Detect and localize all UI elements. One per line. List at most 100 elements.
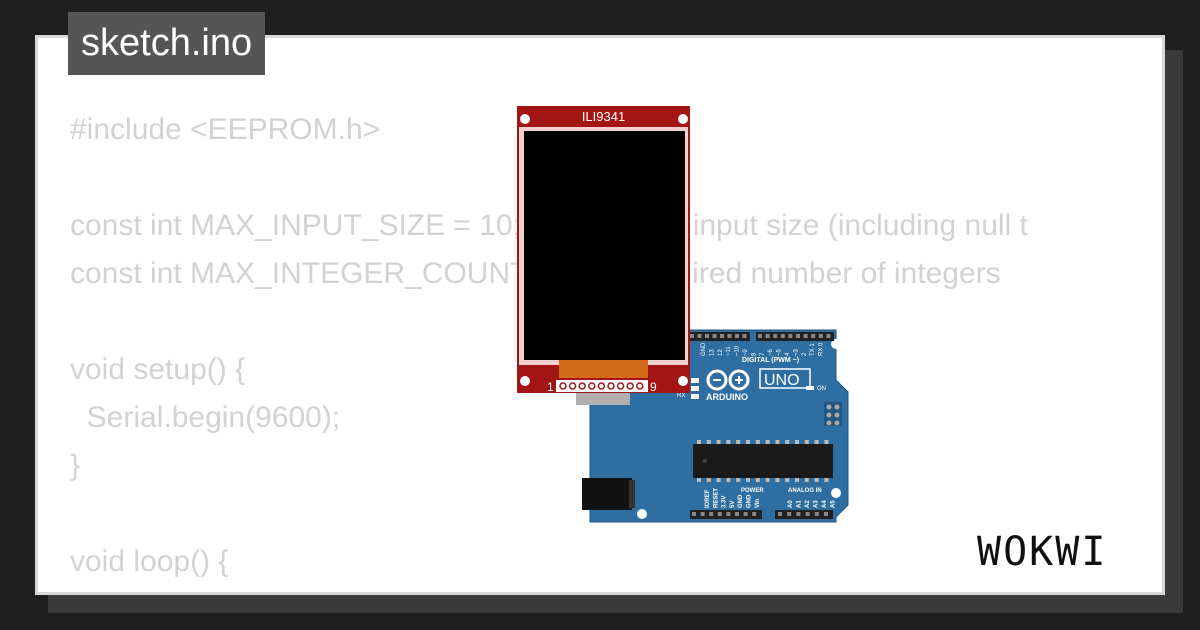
header-pin[interactable] — [697, 334, 702, 338]
chip-pin — [755, 478, 760, 482]
icsp-pin — [826, 420, 832, 426]
display-screen — [524, 131, 685, 360]
header-pin[interactable] — [709, 512, 714, 516]
header-pin[interactable] — [780, 334, 785, 338]
analog-header — [775, 510, 833, 519]
chip-pin — [697, 478, 701, 482]
header-pin[interactable] — [743, 512, 748, 516]
display-label: ILI9341 — [582, 109, 625, 124]
led — [691, 378, 699, 383]
display-pin-last: 9 — [650, 380, 657, 394]
code-line: void setup() { — [70, 353, 246, 386]
digital-pin-label: 7 — [760, 352, 766, 356]
power-pin-label: GND — [738, 494, 744, 508]
display-pin[interactable] — [578, 382, 586, 390]
on-led — [806, 386, 814, 390]
file-title-tab[interactable]: sketch.ino — [68, 12, 266, 75]
power-pin-label: IOREF — [705, 489, 711, 508]
icsp-pin — [834, 412, 840, 418]
icsp-pin — [834, 404, 840, 410]
header-pin[interactable] — [778, 512, 782, 516]
chip-pin — [716, 478, 721, 482]
header-pin[interactable] — [814, 512, 819, 516]
display-mount-hole — [520, 376, 530, 386]
header-pin[interactable] — [742, 334, 747, 338]
power-label: POWER — [741, 488, 764, 494]
display-pin[interactable] — [607, 382, 615, 390]
chip-pin — [706, 478, 711, 482]
header-pin[interactable] — [727, 334, 732, 338]
header-pin[interactable] — [803, 334, 808, 338]
icsp-pin — [834, 420, 840, 426]
digital-pin-label: 4 — [785, 352, 791, 356]
display-pin[interactable] — [616, 382, 625, 390]
digital-pin-label: ~11 — [726, 346, 732, 356]
chip-pin — [824, 478, 829, 482]
chip-pin — [804, 478, 809, 482]
analog-pin-label: A0 — [788, 500, 794, 508]
led — [691, 386, 699, 391]
mount-hole — [831, 339, 841, 349]
digital-pin-label: 12 — [718, 349, 724, 356]
arduino-logo-icon — [706, 369, 750, 391]
header-pin[interactable] — [758, 334, 762, 338]
display-pin[interactable] — [588, 382, 596, 390]
chip-notch — [703, 459, 707, 463]
header-pin[interactable] — [796, 334, 800, 338]
header-pin[interactable] — [805, 512, 810, 516]
header-pin[interactable] — [705, 334, 709, 338]
display-pin[interactable] — [626, 382, 634, 390]
header-pin[interactable] — [720, 334, 724, 338]
analog-pin-label: A2 — [805, 500, 811, 508]
display-pin[interactable] — [559, 382, 567, 390]
header-pin[interactable] — [735, 512, 739, 516]
chip-pin — [697, 440, 701, 444]
header-pin[interactable] — [824, 512, 828, 516]
header-pin[interactable] — [811, 334, 816, 338]
header-pin[interactable] — [700, 512, 705, 516]
code-line: Serial.begin(9600); — [70, 401, 341, 434]
power-jack-rim — [629, 480, 635, 508]
display-flex-cable — [559, 360, 648, 378]
digital-pin-label: ~3 — [793, 348, 799, 356]
uno-label: UNO — [764, 372, 800, 389]
header-pin[interactable] — [773, 334, 778, 338]
analog-pin-label: A3 — [814, 500, 820, 508]
header-pin[interactable] — [788, 334, 793, 338]
header-pin[interactable] — [712, 334, 717, 338]
ili9341-display[interactable]: ILI9341 1 9 — [517, 106, 690, 394]
header-pin[interactable] — [752, 512, 757, 516]
header-pin[interactable] — [818, 334, 823, 338]
header-pin[interactable] — [765, 334, 770, 338]
code-line: #include <EEPROM.h> — [70, 113, 381, 146]
header-pin[interactable] — [717, 512, 722, 516]
chip-pin — [785, 478, 790, 482]
header-pin[interactable] — [787, 512, 792, 516]
chip-pin — [765, 478, 770, 482]
header-pin[interactable] — [692, 512, 696, 516]
arduino-brand-label: ARDUINO — [706, 392, 748, 402]
digital-pin-label: ~9 — [743, 348, 749, 356]
header-pin[interactable] — [735, 334, 739, 338]
chip-pin — [746, 440, 750, 444]
display-pin[interactable] — [636, 382, 644, 390]
header-pin[interactable] — [796, 512, 801, 516]
digital-label: DIGITAL (PWM ~) — [742, 357, 799, 364]
wokwi-logo: WOKWI — [977, 529, 1105, 575]
header-pin[interactable] — [690, 334, 694, 338]
display-mount-hole — [678, 114, 688, 124]
digital-pin-label: ~6 — [768, 348, 774, 356]
chip-pin — [716, 440, 721, 444]
header-pin[interactable] — [726, 512, 731, 516]
led — [691, 394, 699, 399]
display-mount-hole — [520, 114, 530, 124]
digital-pin-label: TX 1 — [810, 343, 816, 356]
display-pin[interactable] — [568, 382, 577, 390]
icsp-pin — [826, 412, 832, 418]
display-pin-first: 1 — [547, 380, 554, 394]
on-label: ON — [817, 386, 826, 392]
display-pin[interactable] — [597, 382, 606, 390]
header-pin[interactable] — [826, 334, 831, 338]
chip-pin — [775, 478, 780, 482]
